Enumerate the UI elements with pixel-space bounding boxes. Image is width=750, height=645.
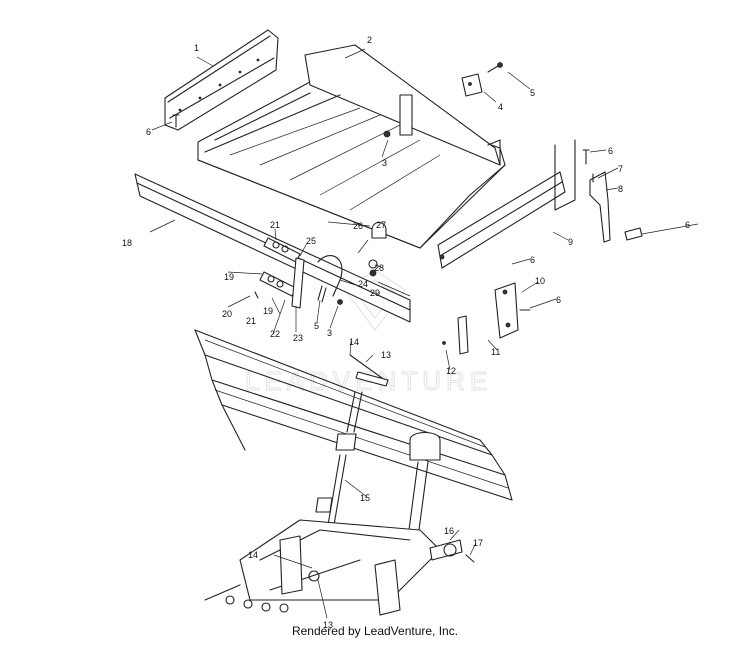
hinge-bracket-10 — [442, 282, 531, 355]
latch-assembly — [254, 221, 387, 309]
callout-label: 21 — [270, 220, 280, 230]
callout-labels: 1 2 3 4 5 6 3 6 7 8 6 9 6 10 6 11 12 13 … — [122, 35, 690, 630]
callout-label: 6 — [685, 220, 690, 230]
callout-label: 25 — [306, 236, 316, 246]
render-credit: Rendered by LeadVenture, Inc. — [291, 624, 459, 638]
callout-label: 7 — [618, 164, 623, 174]
callout-label: 3 — [382, 158, 387, 168]
callout-label: 14 — [248, 550, 258, 560]
callout-label: 10 — [535, 276, 545, 286]
callout-label: 3 — [327, 328, 332, 338]
right-bracket-assembly — [554, 139, 643, 243]
callout-label: 20 — [222, 309, 232, 319]
callout-label: 1 — [194, 43, 199, 53]
callout-label: 21 — [246, 316, 256, 326]
right-rail — [437, 171, 566, 269]
callout-label: 8 — [618, 184, 623, 194]
callout-label: 11 — [491, 347, 500, 357]
callout-label: 12 — [446, 366, 456, 376]
lift-strut — [315, 354, 441, 561]
callout-label: 19 — [224, 272, 234, 282]
bracket-4 — [461, 62, 503, 97]
callout-label: 2 — [367, 35, 372, 45]
callout-label: 5 — [530, 88, 535, 98]
lower-frame-mount — [204, 519, 475, 616]
callout-label: 23 — [293, 333, 303, 343]
callout-label: 6 — [608, 146, 613, 156]
callout-label: 18 — [122, 238, 132, 248]
callout-label: 6 — [530, 255, 535, 265]
callout-label: 13 — [323, 620, 333, 630]
frame — [194, 329, 513, 501]
callout-label: 14 — [349, 337, 359, 347]
callout-label: 24 — [358, 279, 368, 289]
callout-label: 26 — [353, 221, 363, 231]
callout-label: 28 — [374, 263, 384, 273]
callout-label: 9 — [568, 237, 573, 247]
leader-lines — [149, 48, 699, 619]
callout-label: 5 — [314, 321, 319, 331]
callout-label: 17 — [473, 538, 483, 548]
callout-label: 15 — [360, 493, 370, 503]
callout-label: 27 — [376, 220, 386, 230]
callout-label: 19 — [263, 306, 273, 316]
callout-label: 29 — [370, 288, 380, 298]
callout-label: 22 — [270, 329, 280, 339]
cargo-box — [197, 44, 506, 249]
callout-label: 4 — [498, 102, 503, 112]
callout-label: 16 — [444, 526, 454, 536]
callout-label: 6 — [146, 127, 151, 137]
left-side-panel — [164, 29, 279, 131]
callout-label: 6 — [556, 295, 561, 305]
callout-label: 13 — [381, 350, 391, 360]
